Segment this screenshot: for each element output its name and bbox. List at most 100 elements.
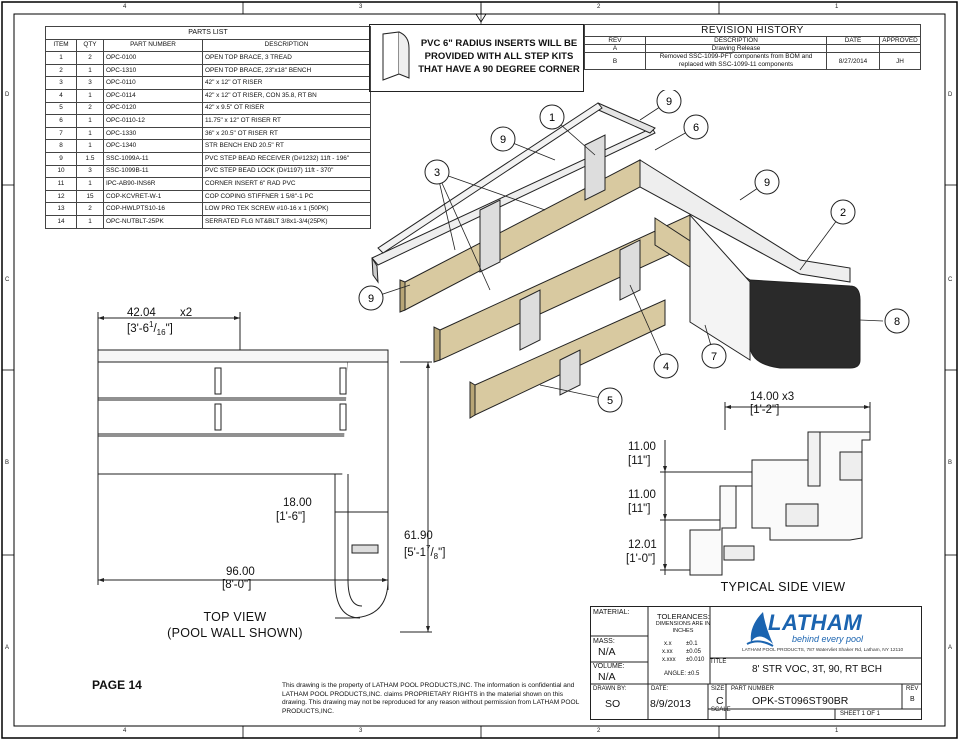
parts-cell-qty: 2 [76,202,104,216]
tol-angle: ANGLE: ±0.5 [664,671,700,677]
zone-left-c: C [5,277,10,283]
zone-right-c: C [948,277,953,283]
parts-cell-description: PVC STEP BEAD RECEIVER (D#1232) 11ft - 1… [202,151,371,166]
mass-value: N/A [598,646,616,658]
dim-side-rise-3-imperial: [1'-0"] [626,553,656,565]
parts-cell-qty: 2 [76,51,104,65]
callout-bubble-9b [490,126,516,152]
mass-label: MASS: [593,638,615,645]
page-label: PAGE 14 [92,678,142,692]
top-frame-front-rail [371,127,656,266]
dim-side-rise-1: 11.00 [628,441,656,453]
size-label: SIZE [711,686,725,692]
zone-top-2: 2 [597,4,601,10]
rev-row-a-approved [879,44,921,53]
parts-cell-qty: 15 [76,189,104,204]
parts-cell-part-number: OPC-1330 [103,126,203,141]
rev-row-b-approved: JH [879,52,921,70]
notice-text: PVC 6" RADIUS INSERTS WILL BE PROVIDED W… [416,37,582,76]
parts-cell-item: 13 [45,202,77,216]
parts-cell-description: 42" x 12" OT RISER, CON 35.8, RT BN [202,88,371,103]
dim-side-tread: 14.00 x3 [750,391,795,403]
dim-side-rise-1-imperial: [11"] [628,455,651,467]
rev-row-b-desc: Removed SSC-1099-PFT components from BOM… [645,52,827,70]
callout-bubble-9d [358,285,384,311]
top-view-drawing [97,312,432,633]
revision-history-table: REVISION HISTORY REV DESCRIPTION DATE AP… [584,24,921,70]
parts-cell-part-number: OPC-1340 [103,139,203,153]
bench-end-panel [749,279,861,369]
parts-cell-description: 36" x 20.5" OT RISER RT [202,126,371,141]
tol-row-2-value: ±0.05 [686,649,701,655]
parts-cell-qty: 1 [76,114,104,128]
parts-cell-part-number: COP-KCVRET-W-1 [103,189,203,204]
parts-cell-item: 7 [45,126,77,141]
callout-bubble-9a [656,90,682,114]
dim-total-depth-frac-den: 8 [433,552,439,562]
parts-cell-description: PVC STEP BEAD LOCK (D#1197) 11ft - 370" [202,164,371,179]
rev-header-description: DESCRIPTION [645,36,827,45]
parts-cell-item: 8 [45,139,77,153]
zone-top-3: 3 [359,4,363,10]
callout-7-text: 7 [711,351,717,363]
dim-total-depth-frac-num: 7 [426,544,431,553]
callout-1-text: 1 [549,112,555,124]
parts-cell-part-number: IPC-AB90-INS6R [103,177,203,191]
callout-bubble-6 [683,114,709,140]
parts-cell-description: 42" x 9.5" OT RISER [202,101,371,116]
callout-bubble-3 [424,159,450,185]
parts-list-table: PARTS LIST ITEM QTY PART NUMBER DESCRIPT… [45,26,371,229]
rev-row-b-rev: B [584,52,646,70]
top-view-caption: TOP VIEW (POOL WALL SHOWN) [150,609,320,641]
notice-line-3: THAT HAVE A 90 DEGREE CORNER [418,64,580,75]
zone-right-b: B [948,460,953,466]
top-view-caption-line-2: (POOL WALL SHOWN) [167,626,303,640]
date-value: 8/9/2013 [650,698,691,710]
parts-cell-qty: 1 [76,63,104,78]
callout-9b-text: 9 [500,134,506,146]
date-label: DATE: [651,686,669,692]
zone-top-1: 1 [835,4,839,10]
dim-total-length-imperial: [8'-0"] [222,579,252,591]
tolerances-title: TOLERANCES: [657,612,710,621]
tol-row-2-format: x.xx [662,649,673,655]
dim-tread-width: 42.04 [127,307,156,319]
parts-header-part-number: PART NUMBER [103,38,203,53]
brace-2 [584,134,606,201]
parts-cell-part-number: OPC-0110-12 [103,114,203,128]
tol-row-1-format: x.x [664,641,672,647]
isometric-assembly-view: 9 1 9 6 9 2 3 9 4 5 7 8 [358,90,910,419]
callout-bubble-5 [597,387,623,413]
parts-cell-qty: 3 [76,76,104,90]
parts-cell-qty: 1 [76,126,104,141]
side-view-caption: TYPICAL SIDE VIEW [720,580,846,594]
parts-cell-part-number: OPC-0120 [103,101,203,116]
parts-cell-item: 3 [45,76,77,90]
callout-9a-text: 9 [666,96,672,108]
tolerances-sub-2: INCHES [672,628,694,634]
top-frame-back-rail [377,102,603,254]
parts-cell-part-number: OPC-NUTBLT-25PK [103,214,203,229]
dim-bench-depth-imperial: [1'-6"] [276,511,306,523]
dim-total-depth-imperial-text: [5'-1 [404,546,427,559]
drawn-by-label: DRAWN BY: [593,686,627,692]
corner-insert-icon [382,31,410,81]
zone-right-a: A [948,645,953,651]
zone-right-d: D [948,92,953,98]
parts-cell-qty: 1 [76,177,104,191]
callout-4-text: 4 [663,361,669,373]
brace-1 [479,199,501,273]
parts-cell-part-number: SSC-1099B-11 [103,164,203,179]
parts-cell-description: OPEN TOP BRACE, 23"x18" BENCH [202,63,371,78]
parts-cell-item: 6 [45,114,77,128]
parts-cell-item: 9 [45,151,77,166]
